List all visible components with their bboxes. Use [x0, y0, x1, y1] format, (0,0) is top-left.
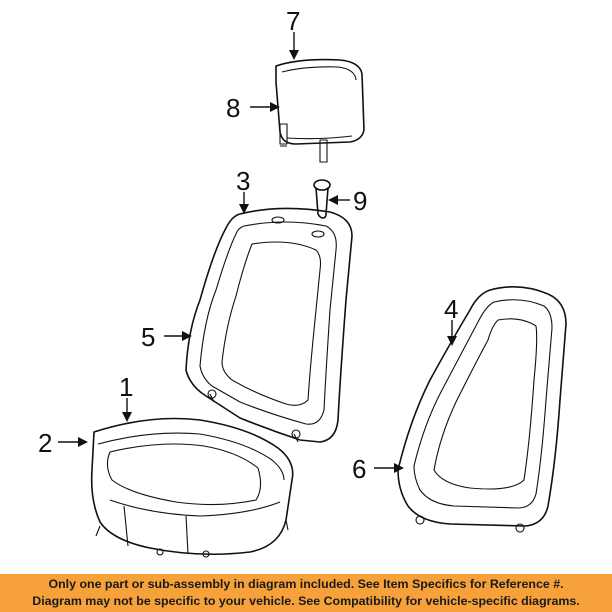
callout-5: 5	[141, 322, 155, 352]
seat-parts-diagram: 7 8 3 9 5 4 1 2 6	[38, 6, 567, 558]
callout-3: 3	[236, 166, 250, 196]
seat-back-rear-part	[397, 286, 567, 533]
seat-back-front-part	[185, 207, 353, 443]
headrest-guide-part	[313, 179, 331, 219]
leader-lines	[58, 32, 457, 473]
callout-4: 4	[444, 294, 458, 324]
callout-6: 6	[352, 454, 366, 484]
callout-7: 7	[286, 6, 300, 36]
headrest-part	[275, 58, 365, 163]
disclaimer-line-2: Diagram may not be specific to your vehi…	[32, 594, 580, 608]
callout-8: 8	[226, 93, 240, 123]
disclaimer-banner: Only one part or sub-assembly in diagram…	[0, 574, 612, 612]
callout-9: 9	[353, 186, 367, 216]
disclaimer-line-1: Only one part or sub-assembly in diagram…	[48, 577, 564, 591]
seat-cushion-part	[90, 417, 294, 558]
callout-1: 1	[119, 372, 133, 402]
callout-2: 2	[38, 428, 52, 458]
